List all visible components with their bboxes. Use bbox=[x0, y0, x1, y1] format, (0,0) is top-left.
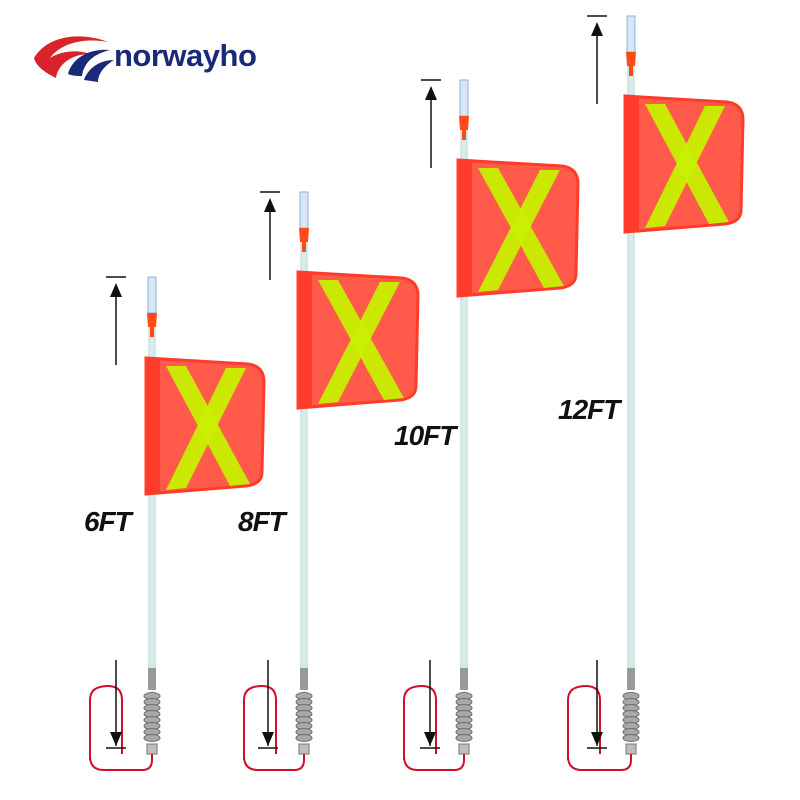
mount-base bbox=[298, 743, 310, 755]
mount-collar bbox=[627, 668, 635, 690]
swoosh-logo-icon bbox=[34, 36, 114, 82]
mount-base bbox=[146, 743, 158, 755]
arrow-down-icon bbox=[424, 732, 436, 746]
whip-assembly-1 bbox=[89, 276, 266, 771]
tip-collar bbox=[462, 130, 466, 140]
size-label-12ft: 12FT bbox=[558, 394, 620, 425]
whip-assembly-2 bbox=[243, 191, 420, 771]
flag-sleeve bbox=[298, 272, 312, 408]
whip-assembly-4 bbox=[567, 15, 745, 771]
mount-base bbox=[458, 743, 470, 755]
spring-coil bbox=[143, 734, 161, 742]
led-tip bbox=[459, 79, 469, 117]
tip-connector bbox=[147, 313, 157, 327]
tip-collar bbox=[150, 327, 154, 337]
power-wire bbox=[567, 684, 632, 771]
tip-connector bbox=[299, 228, 309, 242]
arrow-down-icon bbox=[262, 732, 274, 746]
size-label-6ft: 6FT bbox=[84, 506, 132, 537]
led-tip bbox=[626, 15, 636, 53]
reflective-stripe bbox=[645, 106, 725, 228]
spring-coil bbox=[295, 734, 313, 742]
arrow-up-icon bbox=[110, 283, 122, 297]
brand-name: norwayho bbox=[114, 38, 257, 73]
spring-coil bbox=[455, 734, 473, 742]
tip-connector bbox=[626, 52, 636, 66]
arrow-down-icon bbox=[110, 732, 122, 746]
size-label-10ft: 10FT bbox=[394, 420, 456, 451]
mount-collar bbox=[148, 668, 156, 690]
reflective-stripe bbox=[166, 368, 246, 490]
whip-assembly-3 bbox=[403, 79, 580, 771]
tip-connector bbox=[459, 116, 469, 130]
spring-coil bbox=[622, 734, 640, 742]
arrow-down-icon bbox=[591, 732, 603, 746]
tip-collar bbox=[302, 242, 306, 252]
flag-sleeve bbox=[146, 358, 160, 494]
reflective-stripe bbox=[478, 170, 560, 292]
arrow-up-icon bbox=[425, 86, 437, 100]
brand-logo: norwayho bbox=[28, 28, 258, 88]
led-tip bbox=[147, 276, 157, 314]
flag-sleeve bbox=[458, 160, 472, 296]
power-wire bbox=[89, 684, 153, 771]
power-wire bbox=[403, 684, 465, 771]
arrow-up-icon bbox=[264, 198, 276, 212]
tip-collar bbox=[629, 66, 633, 76]
mount-collar bbox=[460, 668, 468, 690]
flag-sleeve bbox=[625, 96, 639, 232]
reflective-stripe bbox=[318, 282, 400, 404]
led-tip bbox=[299, 191, 309, 229]
arrow-up-icon bbox=[591, 22, 603, 36]
mount-collar bbox=[300, 668, 308, 690]
mount-base bbox=[625, 743, 637, 755]
size-label-8ft: 8FT bbox=[238, 506, 286, 537]
power-wire bbox=[243, 684, 305, 771]
